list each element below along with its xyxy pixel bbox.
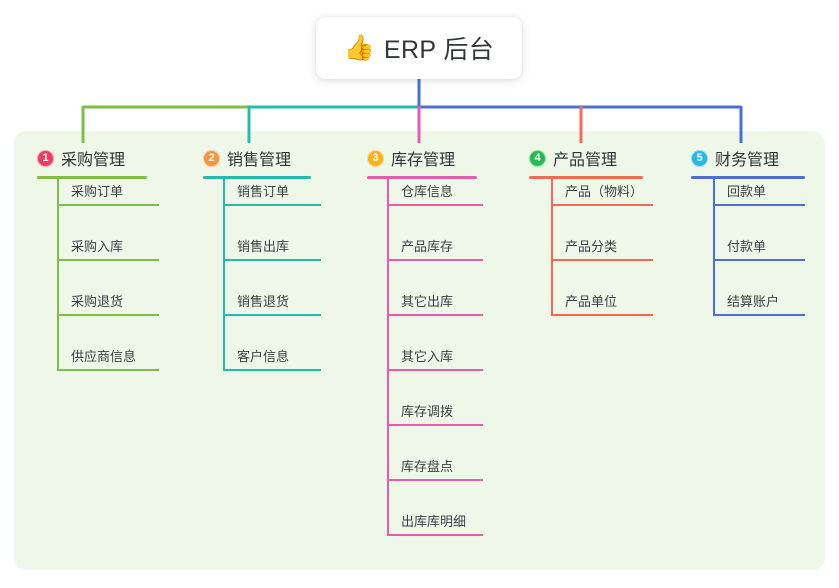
leaf-item-rule [387,424,483,426]
leaf-item-rule [551,314,653,316]
leaf-item-label: 出库库明细 [401,514,467,529]
leaf-item-label: 采购订单 [71,184,124,199]
leaf-item-label: 供应商信息 [71,349,137,364]
branch-spine [387,179,389,536]
leaf-item-label: 销售订单 [237,184,290,199]
leaf-item[interactable]: 回款单 [713,184,805,206]
leaf-item[interactable]: 采购退货 [57,294,159,316]
leaf-item-label: 结算账户 [727,294,780,309]
leaf-item-rule [57,259,159,261]
branch-column-2: 2 销售管理销售订单销售出库销售退货客户信息 [203,146,321,371]
leaf-item-rule [713,204,805,206]
leaf-item-label: 采购退货 [71,294,124,309]
branch-spine [713,179,715,316]
leaf-item-label: 库存调拨 [401,404,454,419]
branch-column-1: 1 采购管理采购订单采购入库采购退货供应商信息 [37,146,159,371]
branch-column-5: 5 财务管理回款单付款单结算账户 [691,146,805,316]
leaf-item-rule [387,204,483,206]
branch-header-rule [37,176,147,179]
leaf-item[interactable]: 采购订单 [57,184,159,206]
leaf-item[interactable]: 产品分类 [551,239,653,261]
leaf-item-label: 库存盘点 [401,459,454,474]
branch-header-3[interactable]: 3 库存管理 [367,146,477,170]
leaf-item[interactable]: 其它入库 [387,349,483,371]
branch-number-badge: 4 [529,149,546,167]
leaf-item-rule [551,259,653,261]
branch-number-badge: 3 [367,149,384,167]
leaf-item-label: 回款单 [727,184,767,199]
leaf-item[interactable]: 其它出库 [387,294,483,316]
branch-header-rule [203,176,311,179]
leaf-item-rule [223,314,321,316]
leaf-item-rule [223,369,321,371]
leaf-item-label: 采购入库 [71,239,124,254]
leaf-item-label: 产品（物料） [565,184,644,199]
branch-header-rule [691,176,805,179]
leaf-item[interactable]: 产品（物料） [551,184,653,206]
leaf-item-label: 仓库信息 [401,184,454,199]
branch-header-rule [367,176,477,179]
leaf-item[interactable]: 结算账户 [713,294,805,316]
leaf-item[interactable]: 付款单 [713,239,805,261]
branch-number-badge: 2 [203,149,220,167]
branch-column-4: 4 产品管理产品（物料） 产品分类产品单位 [529,146,653,316]
leaf-item-label: 其它入库 [401,349,454,364]
branch-title: 产品管理 [553,152,618,169]
leaf-item[interactable]: 销售退货 [223,294,321,316]
branch-header-2[interactable]: 2 销售管理 [203,146,311,170]
leaf-item-rule [57,204,159,206]
leaf-item[interactable]: 库存调拨 [387,404,483,426]
leaf-item-label: 销售退货 [237,294,290,309]
leaf-item[interactable]: 销售订单 [223,184,321,206]
branch-column-3: 3 库存管理仓库信息产品库存其它出库其它入库库存调拨库存盘点出库库明细 [367,146,483,536]
root-node[interactable]: 👍 ERP 后台 [316,17,522,79]
leaf-item[interactable]: 出库库明细 [387,514,483,536]
branch-header-5[interactable]: 5 财务管理 [691,146,805,170]
leaf-item-label: 销售出库 [237,239,290,254]
leaf-item[interactable]: 销售出库 [223,239,321,261]
leaf-item[interactable]: 客户信息 [223,349,321,371]
branch-title: 库存管理 [391,152,456,169]
branch-title: 财务管理 [715,152,780,169]
leaf-item-rule [223,204,321,206]
leaf-item-label: 产品单位 [565,294,618,309]
leaf-item-rule [57,369,159,371]
branch-header-1[interactable]: 1 采购管理 [37,146,147,170]
branch-spine [551,179,553,316]
branch-spine [57,179,59,371]
leaf-item-rule [223,259,321,261]
leaf-item-rule [387,479,483,481]
leaf-item[interactable]: 产品库存 [387,239,483,261]
leaf-item-rule [551,204,653,206]
leaf-item[interactable]: 采购入库 [57,239,159,261]
leaf-item[interactable]: 库存盘点 [387,459,483,481]
leaf-item-rule [387,259,483,261]
leaf-item-rule [713,314,805,316]
branch-number-badge: 1 [37,149,54,167]
branch-title: 采购管理 [61,152,126,169]
branch-header-4[interactable]: 4 产品管理 [529,146,643,170]
branch-number-badge: 5 [691,149,708,167]
branch-title: 销售管理 [227,152,292,169]
page-title: ERP 后台 [383,36,495,64]
leaf-item-label: 产品库存 [401,239,454,254]
leaf-item[interactable]: 产品单位 [551,294,653,316]
leaf-item[interactable]: 仓库信息 [387,184,483,206]
leaf-item-label: 其它出库 [401,294,454,309]
leaf-item-label: 客户信息 [237,349,290,364]
leaf-item-rule [387,369,483,371]
branch-spine [223,179,225,371]
thumbs-up-icon: 👍 [343,33,375,62]
leaf-item-label: 付款单 [727,239,767,254]
root-node-content: 👍 ERP 后台 [344,30,494,66]
leaf-item-label: 产品分类 [565,239,618,254]
branch-header-rule [529,176,643,179]
leaf-item[interactable]: 供应商信息 [57,349,159,371]
leaf-item-rule [387,534,483,536]
leaf-item-rule [387,314,483,316]
leaf-item-rule [57,314,159,316]
leaf-item-rule [713,259,805,261]
